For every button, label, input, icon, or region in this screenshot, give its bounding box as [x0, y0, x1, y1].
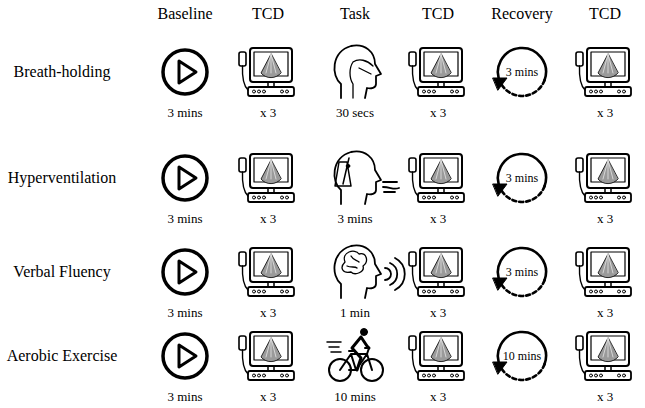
task-icon — [327, 329, 383, 382]
caption: x 3 — [430, 306, 446, 319]
column-header: Task — [340, 6, 370, 22]
tcd-monitor-icon — [239, 48, 294, 96]
recovery-arrow-icon — [493, 248, 546, 296]
play-icon — [163, 250, 207, 294]
caption: x 3 — [260, 306, 276, 319]
caption: x 3 — [597, 212, 613, 225]
caption: x 3 — [260, 212, 276, 225]
row-label: Breath-holding — [14, 64, 111, 80]
tcd-monitor-icon — [409, 332, 464, 380]
caption: 3 mins — [167, 390, 202, 403]
row-label: Verbal Fluency — [13, 264, 110, 280]
tcd-monitor-icon — [239, 248, 294, 296]
play-icon — [163, 156, 207, 200]
caption: x 3 — [597, 106, 613, 119]
caption: 10 mins — [334, 390, 376, 403]
tcd-monitor-icon — [576, 332, 631, 380]
column-header: TCD — [589, 6, 621, 22]
recovery-duration: 3 mins — [506, 172, 538, 184]
tcd-monitor-icon — [409, 154, 464, 202]
recovery-duration: 10 mins — [503, 350, 541, 362]
recovery-duration: 3 mins — [506, 266, 538, 278]
caption: x 3 — [430, 212, 446, 225]
caption: 30 secs — [336, 106, 374, 119]
caption: x 3 — [260, 106, 276, 119]
tcd-monitor-icon — [409, 248, 464, 296]
column-header: TCD — [422, 6, 454, 22]
task-icon — [334, 151, 399, 204]
recovery-arrow-icon — [493, 48, 546, 96]
tcd-monitor-icon — [409, 48, 464, 96]
task-icon — [334, 245, 404, 298]
caption: x 3 — [597, 390, 613, 403]
caption: x 3 — [430, 390, 446, 403]
tcd-monitor-icon — [239, 332, 294, 380]
caption: x 3 — [260, 390, 276, 403]
caption: 3 mins — [167, 306, 202, 319]
row-label: Aerobic Exercise — [7, 348, 118, 364]
recovery-arrow-icon — [493, 332, 546, 380]
column-header: TCD — [252, 6, 284, 22]
tcd-monitor-icon — [239, 154, 294, 202]
column-header: Recovery — [491, 6, 552, 22]
tcd-monitor-icon — [576, 154, 631, 202]
caption: x 3 — [430, 106, 446, 119]
task-icon — [334, 45, 381, 98]
tcd-monitor-icon — [576, 48, 631, 96]
caption: 3 mins — [337, 212, 372, 225]
recovery-arrow-icon — [493, 154, 546, 202]
column-header: Baseline — [157, 6, 212, 22]
tcd-monitor-icon — [576, 248, 631, 296]
play-icon — [163, 334, 207, 378]
recovery-duration: 3 mins — [506, 66, 538, 78]
caption: 3 mins — [167, 212, 202, 225]
caption: 3 mins — [167, 106, 202, 119]
play-icon — [163, 50, 207, 94]
row-label: Hyperventilation — [8, 170, 116, 186]
caption: x 3 — [597, 306, 613, 319]
caption: 1 min — [340, 306, 370, 319]
